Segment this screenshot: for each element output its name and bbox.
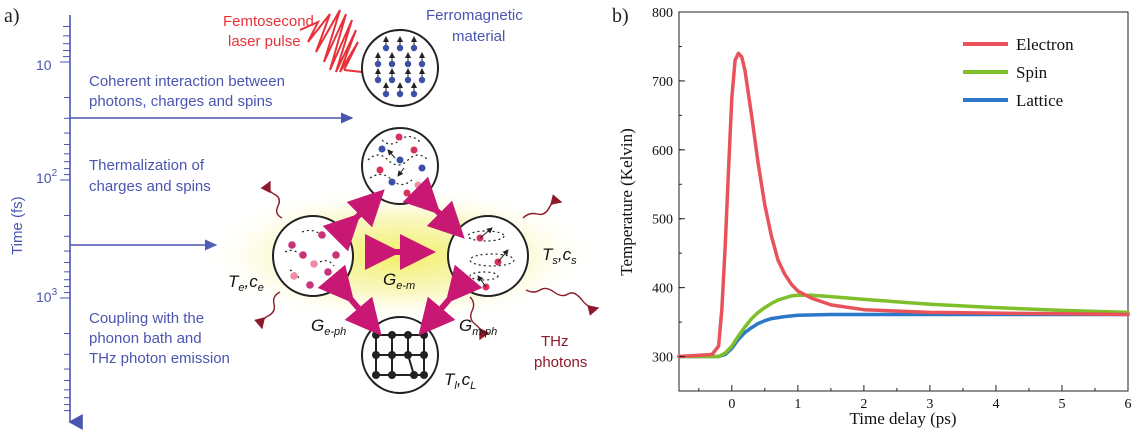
stage3-text-line1: Coupling with the <box>89 310 204 327</box>
y-tick-label: 400 <box>652 282 673 297</box>
series-line-lattice <box>677 312 1130 359</box>
x-axis-label: Time delay (ps) <box>849 409 956 428</box>
time-tick-100: 102 <box>36 168 58 186</box>
x-tick-label: 5 <box>1058 397 1065 412</box>
stage1-text-line1: Coherent interaction between <box>89 73 285 90</box>
legend-label-spin: Spin <box>1016 63 1048 82</box>
series-line-spin <box>677 293 1130 359</box>
thz-label-line2: photons <box>534 354 587 371</box>
spin-site <box>382 90 390 98</box>
spin-site <box>410 44 418 52</box>
electron-params: Te,ce <box>228 272 264 294</box>
spin-site <box>396 90 404 98</box>
spin-site <box>418 60 426 68</box>
material-label-line2: material <box>452 28 505 45</box>
y-tick-label: 500 <box>652 213 673 228</box>
electron-circle <box>272 215 354 297</box>
spin-site <box>418 76 426 84</box>
legend: Electron Spin Lattice <box>963 35 1074 110</box>
x-tick-label: 2 <box>860 397 867 412</box>
stage3-text-line2: phonon bath and <box>89 330 202 347</box>
stage2-text-line1: Thermalization of <box>89 157 205 174</box>
stage3-text-line3: THz photon emission <box>89 350 230 367</box>
x-tick-label: 4 <box>992 397 999 412</box>
stage2-text-line2: charges and spins <box>89 178 211 195</box>
coupling-mph-label: Gm-ph <box>459 316 497 338</box>
lattice-circle <box>361 316 439 394</box>
laser-label-line2: laser pulse <box>228 33 301 50</box>
y-tick-label: 600 <box>652 144 673 159</box>
y-tick-label: 300 <box>652 351 673 366</box>
chart-series <box>677 51 1130 359</box>
series-line-electron <box>677 51 1130 359</box>
x-tick-label: 3 <box>926 397 933 412</box>
x-tick-label: 0 <box>728 397 735 412</box>
lattice-params: Tl,cL <box>444 370 476 392</box>
y-tick-label: 800 <box>652 6 673 21</box>
thz-label-line1: THz <box>541 333 569 350</box>
chart-axes: 0 1 2 3 4 5 6 300 400 500 600 700 800 <box>652 6 1132 412</box>
spin-site <box>404 60 412 68</box>
spin-site <box>388 60 396 68</box>
laser-label-line1: Femtosecond <box>223 13 314 30</box>
ferromagnet-circle <box>361 29 439 107</box>
time-axis: 10 102 103 Time (fs) <box>9 15 83 430</box>
coupling-arrows <box>317 176 483 336</box>
spin-site <box>388 76 396 84</box>
time-tick-10: 10 <box>36 57 52 73</box>
emission-arrows <box>254 180 600 341</box>
x-tick-label: 6 <box>1125 397 1132 412</box>
coupling-eph-label: Ge-ph <box>311 316 346 338</box>
y-tick-label: 700 <box>652 75 673 90</box>
spin-params: Ts,cs <box>542 245 577 267</box>
panel-b-label: b) <box>612 5 629 27</box>
coupling-em-label: Ge-m <box>383 270 415 292</box>
stage1-text-line2: photons, charges and spins <box>89 93 272 110</box>
thermalization-circle <box>361 127 439 205</box>
time-axis-label: Time (fs) <box>9 196 26 255</box>
spin-site <box>374 60 382 68</box>
plot-frame <box>678 11 1129 392</box>
legend-label-lattice: Lattice <box>1016 91 1063 110</box>
spin-site <box>396 44 404 52</box>
legend-label-electron: Electron <box>1016 35 1074 54</box>
spin-site <box>374 76 382 84</box>
spin-site <box>410 90 418 98</box>
time-tick-1000: 103 <box>36 287 58 305</box>
panel-a-label: a) <box>4 5 20 27</box>
spin-site <box>382 44 390 52</box>
spin-circle <box>447 215 529 297</box>
x-tick-label: 1 <box>794 397 801 412</box>
temperature-chart: 0 1 2 3 4 5 6 300 400 500 600 700 800 Time delay (ps… <box>617 6 1132 428</box>
material-label-line1: Ferromagnetic <box>426 7 523 24</box>
y-axis-label: Temperature (Kelvin) <box>617 128 636 276</box>
laser-pulse <box>299 9 363 73</box>
spin-site <box>404 76 412 84</box>
